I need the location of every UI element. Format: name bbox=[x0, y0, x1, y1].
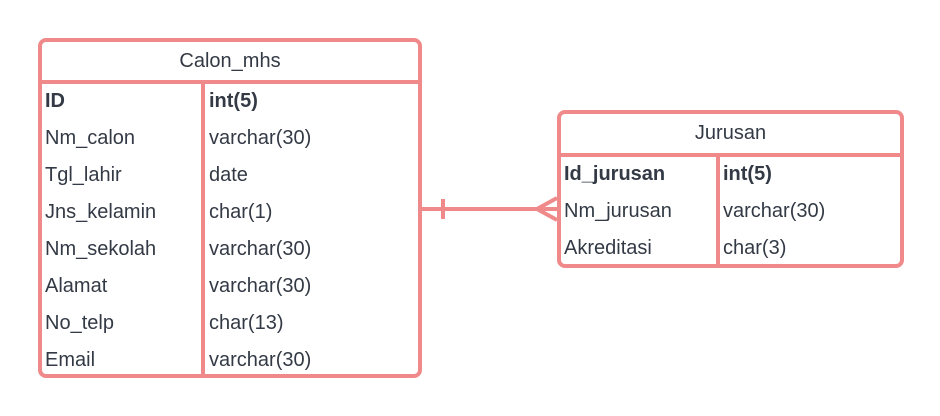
attribute-name: Nm_calon bbox=[45, 127, 136, 149]
attribute-row: Akreditasi char(3) bbox=[561, 231, 900, 264]
attribute-name: Akreditasi bbox=[564, 237, 652, 259]
attribute-type: char(1) bbox=[209, 201, 273, 223]
attribute-name: Alamat bbox=[45, 275, 108, 297]
attribute-row: Jns_kelamin char(1) bbox=[42, 195, 418, 232]
column-divider bbox=[716, 157, 720, 264]
attribute-name: Nm_sekolah bbox=[45, 238, 157, 260]
attribute-name: Tgl_lahir bbox=[45, 164, 122, 186]
attribute-row: No_telp char(13) bbox=[42, 306, 418, 343]
attribute-row: Email varchar(30) bbox=[42, 343, 418, 374]
attribute-row: Nm_calon varchar(30) bbox=[42, 121, 418, 158]
entity-title: Jurusan bbox=[561, 114, 900, 157]
attribute-name: Nm_jurusan bbox=[564, 200, 672, 222]
column-divider bbox=[201, 84, 205, 374]
attribute-type: varchar(30) bbox=[209, 238, 312, 260]
entity-attributes: Id_jurusan int(5) Nm_jurusan varchar(30)… bbox=[561, 157, 900, 264]
attribute-type: int(5) bbox=[723, 163, 772, 185]
attribute-name: ID bbox=[45, 90, 65, 112]
attribute-row: Id_jurusan int(5) bbox=[561, 157, 900, 194]
attribute-name: Email bbox=[45, 349, 96, 371]
attribute-type: varchar(30) bbox=[209, 275, 312, 297]
attribute-row: Tgl_lahir date bbox=[42, 158, 418, 195]
attribute-row: ID int(5) bbox=[42, 84, 418, 121]
attribute-row: Nm_sekolah varchar(30) bbox=[42, 232, 418, 269]
attribute-name: Jns_kelamin bbox=[45, 201, 157, 223]
attribute-type: varchar(30) bbox=[209, 349, 312, 371]
attribute-name: Id_jurusan bbox=[564, 163, 666, 185]
attribute-type: char(3) bbox=[723, 237, 787, 259]
attribute-type: int(5) bbox=[209, 90, 258, 112]
attribute-type: char(13) bbox=[209, 312, 284, 334]
entity-title: Calon_mhs bbox=[42, 42, 418, 84]
attribute-type: date bbox=[209, 164, 248, 186]
attribute-name: No_telp bbox=[45, 312, 114, 334]
attribute-type: varchar(30) bbox=[723, 200, 826, 222]
attribute-type: varchar(30) bbox=[209, 127, 312, 149]
attribute-row: Alamat varchar(30) bbox=[42, 269, 418, 306]
entity-jurusan[interactable]: Jurusan Id_jurusan int(5) Nm_jurusan var… bbox=[557, 110, 904, 268]
entity-calon-mhs[interactable]: Calon_mhs ID int(5) Nm_calon varchar(30)… bbox=[38, 38, 422, 378]
entity-attributes: ID int(5) Nm_calon varchar(30) Tgl_lahir… bbox=[42, 84, 418, 374]
many-cardinality-crowfoot bbox=[535, 196, 558, 222]
attribute-row: Nm_jurusan varchar(30) bbox=[561, 194, 900, 231]
